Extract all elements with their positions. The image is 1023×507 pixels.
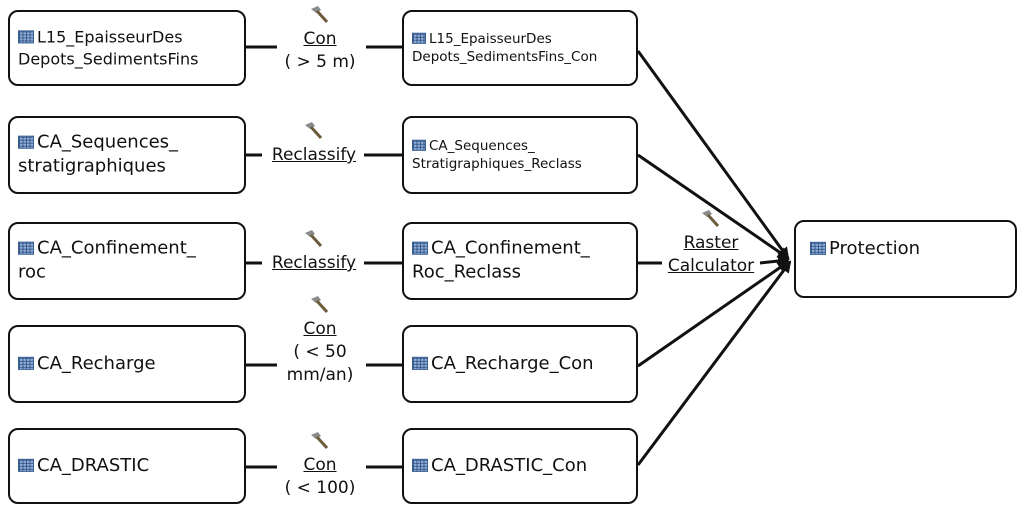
input-box-5[interactable]: CA_DRASTIC xyxy=(8,428,246,504)
tool-reclassify-2[interactable]: Reclassify xyxy=(260,230,368,275)
tool-name: Con xyxy=(303,455,337,475)
output-box-4-label: CA_Recharge_Con xyxy=(412,352,630,376)
output-box-1[interactable]: L15_EpaisseurDes Depots_SedimentsFins_Co… xyxy=(402,10,638,86)
hammer-icon xyxy=(702,210,720,228)
raster-dataset-icon xyxy=(18,135,34,149)
output-box-4[interactable]: CA_Recharge_Con xyxy=(402,325,638,403)
input-box-3[interactable]: CA_Confinement_ roc xyxy=(8,222,246,300)
output-box-3[interactable]: CA_Confinement_ Roc_Reclass xyxy=(402,222,638,300)
tool-name: Reclassify xyxy=(271,145,357,165)
connector-output-4-to-raster-calculator xyxy=(637,260,790,368)
raster-dataset-icon xyxy=(18,241,34,255)
tool-param: mm/an) xyxy=(286,364,354,385)
hammer-icon xyxy=(311,6,329,24)
tool-name: Con xyxy=(303,29,337,49)
tool-con-3[interactable]: Con ( < 100) xyxy=(270,432,370,500)
output-box-2[interactable]: CA_Sequences_ Stratigraphiques_Reclass xyxy=(402,116,638,194)
tool-name: Raster xyxy=(683,233,739,253)
input-box-1[interactable]: L15_EpaisseurDes Depots_SedimentsFins xyxy=(8,10,246,86)
tool-param: ( < 50 xyxy=(293,341,347,362)
raster-dataset-icon xyxy=(412,32,426,44)
output-box-5[interactable]: CA_DRASTIC_Con xyxy=(402,428,638,504)
raster-dataset-icon xyxy=(18,30,34,44)
raster-dataset-icon xyxy=(412,241,428,255)
output-box-5-label: CA_DRASTIC_Con xyxy=(412,454,630,478)
raster-dataset-icon xyxy=(18,356,34,370)
input-box-4-label: CA_Recharge xyxy=(18,352,238,376)
hammer-icon xyxy=(305,230,323,248)
tool-name-line2: Calculator xyxy=(667,255,755,276)
raster-dataset-icon xyxy=(810,241,826,255)
tool-name: Con xyxy=(303,319,337,339)
result-box-label: Protection xyxy=(810,236,1009,260)
hammer-icon xyxy=(311,432,329,450)
result-box-protection[interactable]: Protection xyxy=(794,220,1017,298)
tool-param: ( < 100) xyxy=(284,477,356,498)
connector-output-5-to-raster-calculator xyxy=(636,260,792,466)
hammer-icon xyxy=(311,296,329,314)
output-box-2-label: CA_Sequences_ Stratigraphiques_Reclass xyxy=(412,137,582,172)
tool-param: ( > 5 m) xyxy=(284,51,356,72)
tool-con-2[interactable]: Con ( < 50 mm/an) xyxy=(270,296,370,387)
raster-dataset-icon xyxy=(18,458,34,472)
connector-output-2-to-raster-calculator xyxy=(637,153,790,260)
raster-dataset-icon xyxy=(412,139,426,151)
raster-dataset-icon xyxy=(412,356,428,370)
raster-dataset-icon xyxy=(412,458,428,472)
input-box-2[interactable]: CA_Sequences_ stratigraphiques xyxy=(8,116,246,194)
input-box-5-label: CA_DRASTIC xyxy=(18,454,238,478)
tool-raster-calculator[interactable]: Raster Calculator xyxy=(658,210,764,278)
connector-raster-calculator-to-protection xyxy=(759,255,790,268)
input-box-1-label: L15_EpaisseurDes Depots_SedimentsFins xyxy=(18,27,199,68)
output-box-3-label: CA_Confinement_ Roc_Reclass xyxy=(412,237,590,283)
hammer-icon xyxy=(305,122,323,140)
input-box-4[interactable]: CA_Recharge xyxy=(8,325,246,403)
input-box-3-label: CA_Confinement_ roc xyxy=(18,237,196,283)
tool-reclassify-1[interactable]: Reclassify xyxy=(260,122,368,167)
output-box-1-label: L15_EpaisseurDes Depots_SedimentsFins_Co… xyxy=(412,30,598,65)
tool-name: Reclassify xyxy=(271,253,357,273)
input-box-2-label: CA_Sequences_ stratigraphiques xyxy=(18,131,179,177)
tool-con-1[interactable]: Con ( > 5 m) xyxy=(270,6,370,74)
connector-output-1-to-raster-calculator xyxy=(636,50,790,260)
